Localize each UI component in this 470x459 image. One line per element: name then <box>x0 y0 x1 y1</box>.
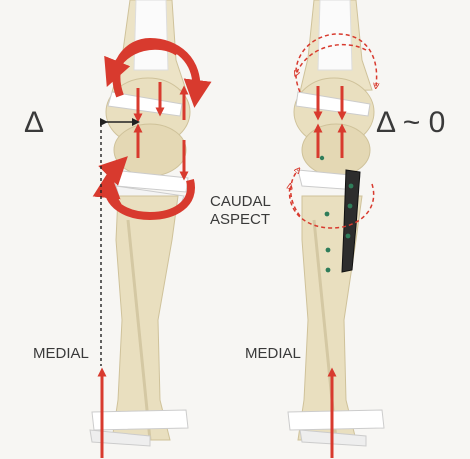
screw-3 <box>346 234 351 239</box>
right-ankle-strap <box>288 410 384 430</box>
left-strap-top <box>134 0 168 70</box>
right-limb <box>288 0 384 458</box>
left-limb <box>90 0 196 458</box>
left-medial-label: MEDIAL <box>33 345 89 362</box>
screw-7 <box>320 156 324 160</box>
screw-5 <box>326 248 331 253</box>
right-ghost-arrow-bottom-inner <box>291 170 300 216</box>
left-tibial-plateau <box>114 124 186 176</box>
screw-2 <box>348 204 353 209</box>
right-medial-label: MEDIAL <box>245 345 301 362</box>
left-ankle-strap <box>92 410 188 430</box>
screw-4 <box>325 212 330 217</box>
right-tibial-plateau <box>302 124 370 176</box>
screw-6 <box>326 268 331 273</box>
caudal-aspect-label: CAUDAL ASPECT <box>210 193 271 229</box>
left-delta-label: Δ <box>24 106 44 140</box>
right-delta-label: Δ ~ 0 <box>376 106 445 140</box>
screw-1 <box>349 184 354 189</box>
